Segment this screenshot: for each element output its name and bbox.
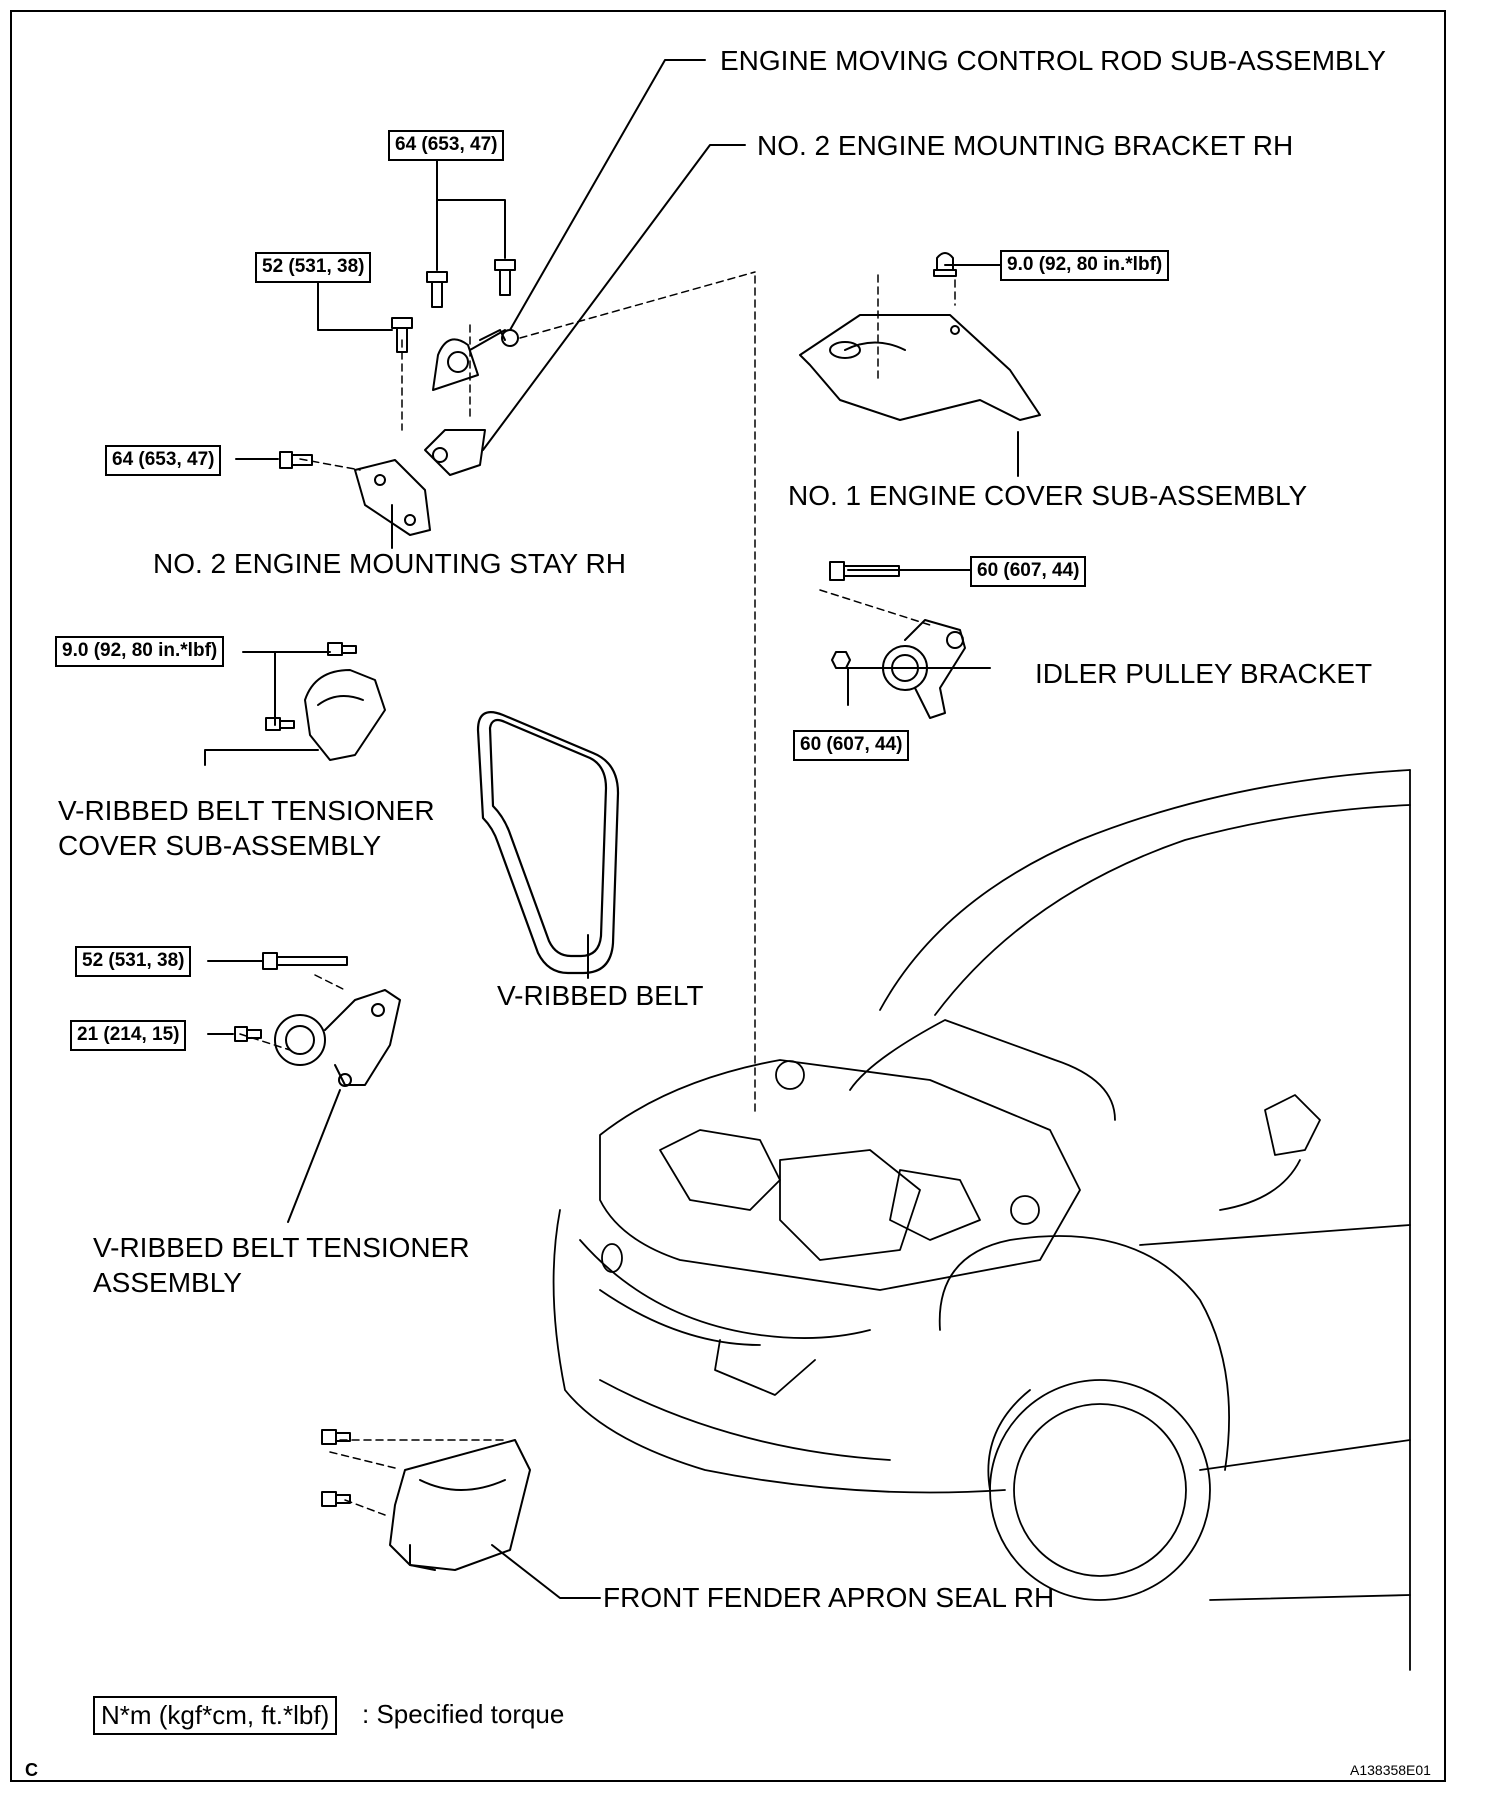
assembly-dashed-lines [239,271,956,1516]
torque-idler-nut: 60 (607, 44) [793,730,910,761]
tensioner-cover-part [304,669,386,761]
label-engine-moving-control-rod: ENGINE MOVING CONTROL ROD SUB-ASSEMBLY [720,45,1386,76]
label-no2-engine-mounting-stay-rh: NO. 2 ENGINE MOUNTING STAY RH [153,548,626,579]
vehicle-outline [552,769,1411,1671]
legend-unit-box: N*m (kgf*cm, ft.*lbf) [93,1696,338,1735]
torque-tensioner-short-bolt: 21 (214, 15) [70,1020,187,1051]
apron-seal-part [389,1439,531,1571]
engine-cover-part [799,314,1041,421]
torque-tensioner-long-bolt: 52 (531, 38) [75,946,192,977]
diagram-frame [10,10,1446,1782]
control-rod-parts [354,329,519,536]
torque-control-rod-bolts: 64 (653, 47) [388,130,505,161]
label-tensioner-cover-line2: COVER SUB-ASSEMBLY [58,830,382,861]
torque-engine-cover-nut: 9.0 (92, 80 in.*lbf) [1000,250,1170,281]
label-front-fender-apron-seal-rh: FRONT FENDER APRON SEAL RH [603,1582,1055,1613]
tensioner-assembly-part [274,989,401,1087]
label-v-ribbed-belt: V-RIBBED BELT [497,980,704,1011]
label-tensioner-assembly-line1: V-RIBBED BELT TENSIONER [93,1232,470,1263]
label-no2-engine-mounting-bracket-rh: NO. 2 ENGINE MOUNTING BRACKET RH [757,130,1294,161]
v-ribbed-belt-part [476,711,620,975]
torque-bracket-bolt: 52 (531, 38) [255,252,372,283]
label-idler-pulley-bracket: IDLER PULLEY BRACKET [1035,658,1373,689]
label-tensioner-cover-line1: V-RIBBED BELT TENSIONER [58,795,435,826]
torque-mounting-stay-bolt: 64 (653, 47) [105,445,222,476]
idler-pulley-part [882,619,966,719]
leader-lines [204,59,1019,1599]
figure-id: A138358E01 [1350,1762,1431,1778]
label-tensioner-assembly-line2: ASSEMBLY [93,1267,242,1298]
torque-tensioner-cover-bolts: 9.0 (92, 80 in.*lbf) [55,636,225,667]
legend-description: : Specified torque [362,1699,565,1729]
bolt-icons [234,252,957,1507]
torque-idler-bolt: 60 (607, 44) [970,556,1087,587]
label-no1-engine-cover: NO. 1 ENGINE COVER SUB-ASSEMBLY [788,480,1308,511]
corner-letter: C [25,1760,38,1780]
